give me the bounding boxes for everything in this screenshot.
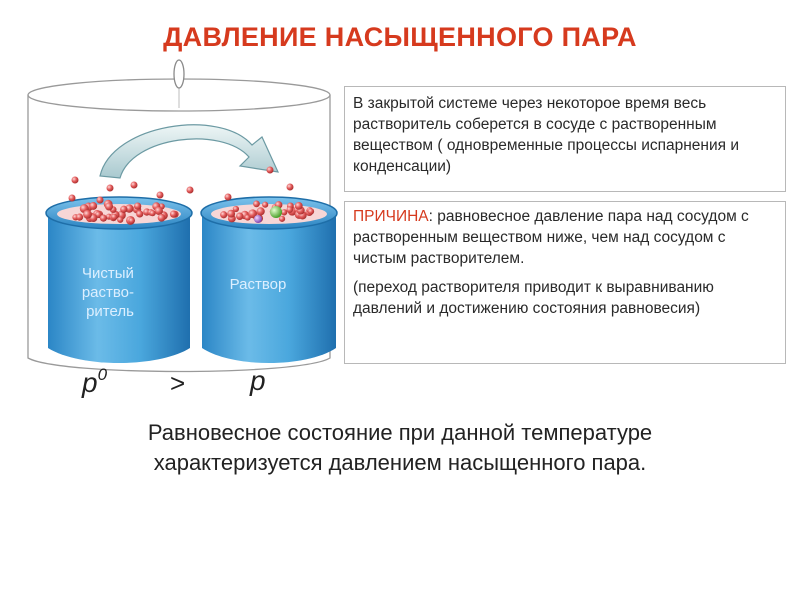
solute-particle-green-icon <box>270 206 282 218</box>
conclusion-line-2: характеризуется давлением насыщенного па… <box>153 450 647 475</box>
molecule-icon <box>83 209 92 219</box>
conclusion-line-1: Равновесное состояние при данной темпера… <box>147 420 653 445</box>
molecule-icon <box>89 202 98 210</box>
molecule-icon <box>120 205 128 213</box>
solute-particle-purple-icon <box>254 215 262 223</box>
closed-system-explanation-box: В закрытой системе через некоторое время… <box>344 86 786 192</box>
molecule-icon <box>236 212 244 220</box>
molecule-icon <box>105 202 114 211</box>
molecule-icon <box>68 194 76 202</box>
molecule-icon <box>75 213 84 221</box>
molecule-icon <box>125 204 134 213</box>
page-title: ДАВЛЕНИЕ НАСЫЩЕННОГО ПАРА <box>163 22 637 52</box>
molecule-icon <box>156 191 164 199</box>
molecule-icon <box>149 210 156 217</box>
reason-box: ПРИЧИНА: равновесное давление пара над с… <box>344 201 786 364</box>
molecule-icon <box>248 209 257 219</box>
solution-beaker: Раствор <box>200 196 338 363</box>
molecule-icon <box>281 209 288 216</box>
molecule-icon <box>169 210 178 218</box>
molecule-icon <box>232 205 240 213</box>
solution-label: Раствор <box>230 276 287 293</box>
pure-solvent-beaker: Чистый раство- ритель <box>45 196 193 363</box>
reason-paragraph: ПРИЧИНА: равновесное давление пара над с… <box>353 206 777 269</box>
comparison-symbol: > <box>170 368 185 398</box>
container-valve-icon <box>173 59 185 89</box>
reason-text: : равновесное давление пара над сосудом … <box>353 208 749 267</box>
molecule-icon <box>220 211 228 219</box>
molecule-icon <box>110 213 118 221</box>
closed-system-explanation-text: В закрытой системе через некоторое время… <box>353 95 739 175</box>
molecule-icon <box>224 193 232 201</box>
molecule-icon <box>294 201 303 210</box>
reason-label: ПРИЧИНА <box>353 208 429 225</box>
molecule-icon <box>307 208 315 215</box>
molecule-icon <box>157 213 166 222</box>
molecule-icon <box>136 210 144 218</box>
molecule-icon <box>117 216 124 223</box>
molecule-icon <box>262 201 269 208</box>
molecule-icon <box>256 207 265 216</box>
transfer-arrow-icon <box>99 124 280 179</box>
conclusion-text: Равновесное состояние при данной темпера… <box>0 418 800 478</box>
pressure-pure-solvent: p0 <box>81 365 108 398</box>
closed-container <box>27 59 331 373</box>
molecule-icon <box>253 200 260 208</box>
molecule-icon <box>130 181 138 189</box>
molecule-icon <box>186 186 194 194</box>
molecule-icon <box>154 206 163 216</box>
molecule-icon <box>71 176 79 184</box>
reason-note: (переход растворителя приводит к выравни… <box>353 279 714 317</box>
molecule-icon <box>134 202 142 210</box>
molecule-icon <box>106 184 114 192</box>
molecule-icon <box>286 183 294 191</box>
molecule-icon <box>96 196 104 204</box>
pure-solvent-label: Чистый раство- ритель <box>82 265 138 320</box>
molecule-icon <box>266 166 274 174</box>
molecule-icon <box>99 214 108 222</box>
molecule-icon <box>278 215 286 222</box>
molecule-icon <box>128 217 135 224</box>
pressure-solution: p <box>249 365 266 396</box>
molecule-icon <box>227 209 236 218</box>
vapor-molecules <box>68 166 294 204</box>
solvent-molecules <box>72 199 179 225</box>
vapor-pressure-illustration: Чистый раство- ритель Раствор p0 > p <box>27 59 338 398</box>
molecule-icon <box>286 206 294 213</box>
